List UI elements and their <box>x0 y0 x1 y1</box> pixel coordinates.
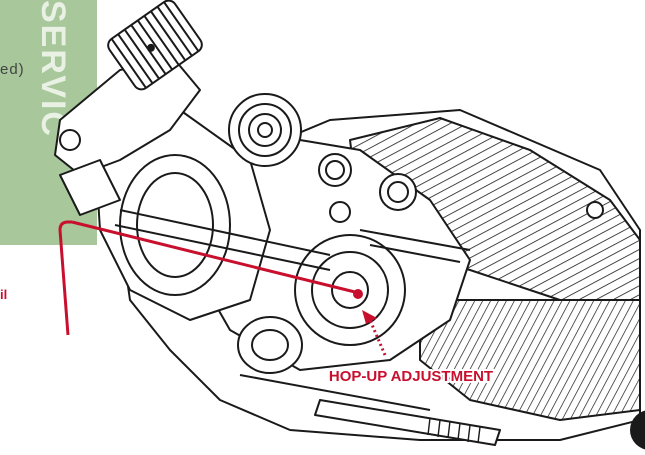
hop-up-dotted-arrow <box>368 319 387 356</box>
partial-caption-top: ed) <box>0 61 25 78</box>
hop-up-label: HOP-UP ADJUSTMENT <box>329 368 493 385</box>
partial-caption-left: il <box>0 287 8 302</box>
corner-disc <box>630 410 645 450</box>
hop-up-pointer-line <box>71 220 356 294</box>
hop-up-target-dot <box>353 289 363 299</box>
hop-up-arrow-head <box>362 310 377 324</box>
left-leader-line <box>58 220 72 336</box>
mechanism-body <box>54 0 641 446</box>
